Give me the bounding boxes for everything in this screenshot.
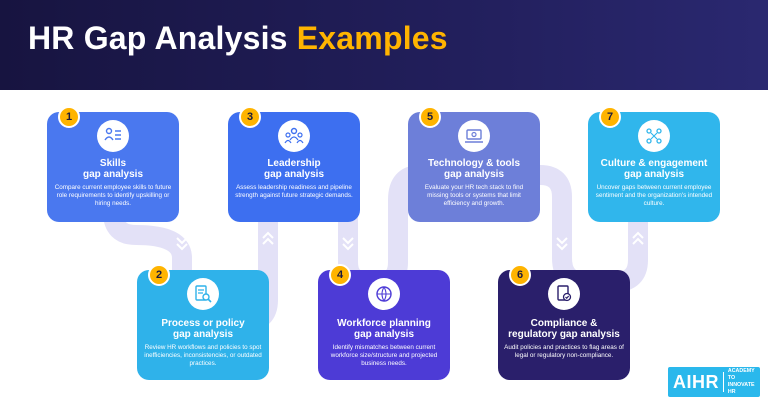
chevrons-4 [342, 237, 354, 251]
card-title-line2: gap analysis [82, 169, 144, 180]
step-badge-7: 7 [599, 106, 621, 128]
card-description: Uncover gaps between current employee se… [595, 184, 713, 207]
card-description: Audit policies and practices to flag are… [504, 344, 624, 359]
step-badge-3: 3 [239, 106, 261, 128]
card-compliance-regulatory-gap: Compliance &regulatory gap analysis Audi… [498, 270, 630, 380]
card-title-line1: Compliance & [530, 318, 598, 329]
chevrons-5 [467, 231, 479, 245]
card-description: Identify mismatches between current work… [330, 344, 438, 367]
title-main: HR Gap Analysis [28, 20, 288, 56]
step-badge-2: 2 [148, 264, 170, 286]
chevrons-6 [556, 237, 568, 251]
step-badge-6: 6 [509, 264, 531, 286]
compliance-badge-icon [548, 278, 580, 310]
card-title-line1: Process or policy [161, 318, 245, 329]
skills-checklist-icon [97, 120, 129, 152]
culture-network-icon [638, 120, 670, 152]
card-title-line2: gap analysis [353, 329, 415, 340]
logo-divider [723, 372, 724, 392]
card-description: Assess leadership readiness and pipeline… [235, 184, 353, 199]
chevrons-7 [632, 231, 644, 245]
header-banner: HR Gap Analysis Examples [0, 0, 768, 90]
logo-tagline-line2: INNOVATE HR [727, 382, 755, 395]
card-title-line2: gap analysis [172, 329, 234, 340]
card-title-line1: Culture & engagement [600, 158, 708, 169]
card-title-line1: Leadership [267, 158, 321, 169]
step-badge-4: 4 [329, 264, 351, 286]
card-title-line1: Workforce planning [337, 318, 431, 329]
team-leader-icon [278, 120, 310, 152]
chevrons-1 [176, 237, 188, 251]
card-title-line2: gap analysis [623, 169, 685, 180]
card-description: Review HR workflows and policies to spot… [144, 344, 262, 367]
step-badge-5: 5 [419, 106, 441, 128]
card-title-line2: gap analysis [443, 169, 505, 180]
logo-mark: AIHR [673, 371, 719, 392]
card-description: Evaluate your HR tech stack to find miss… [424, 184, 524, 207]
workforce-globe-icon [368, 278, 400, 310]
chevrons-3 [262, 231, 274, 245]
card-title-line2: regulatory gap analysis [508, 329, 620, 340]
page-title: HR Gap Analysis Examples [28, 20, 448, 57]
card-title-line1: Skills [99, 158, 127, 169]
card-title-line2: gap analysis [263, 169, 325, 180]
card-description: Compare current employee skills to futur… [54, 184, 172, 207]
step-badge-1: 1 [58, 106, 80, 128]
logo-tagline-line1: ACADEMY TO [727, 368, 755, 381]
title-accent: Examples [296, 20, 448, 56]
card-title-line1: Technology & tools [427, 158, 521, 169]
document-search-icon [187, 278, 219, 310]
laptop-gear-icon [458, 120, 490, 152]
